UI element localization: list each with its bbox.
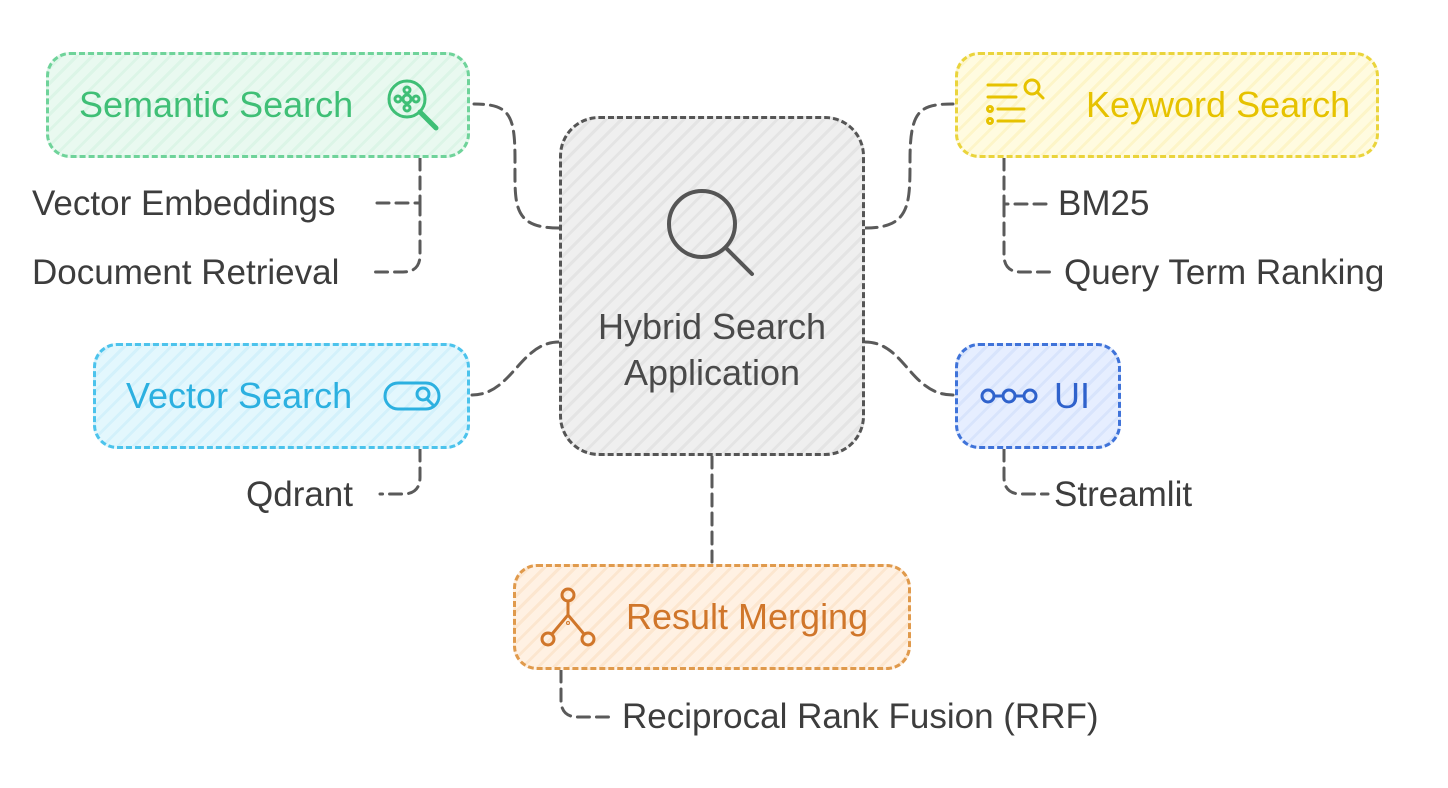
connector-ui-streamlit xyxy=(1002,447,1050,496)
search-toggle-icon xyxy=(383,380,443,412)
hybrid-search-center-node[interactable]: Hybrid Search Application xyxy=(559,116,865,456)
connector-vector-qdrant xyxy=(378,447,422,496)
leaf-vector-embeddings: Vector Embeddings xyxy=(32,184,336,223)
connector-center-semantic xyxy=(472,102,561,230)
connector-center-keyword xyxy=(863,102,955,230)
vector-search-node[interactable]: Vector Search xyxy=(93,343,470,449)
connector-keyword-bm25 xyxy=(1002,156,1054,206)
ui-node[interactable]: UI xyxy=(955,343,1121,449)
result-merging-node[interactable]: Result Merging xyxy=(513,564,911,670)
magnifier-icon xyxy=(664,186,760,282)
hierarchy-icon xyxy=(540,587,596,647)
leaf-query-term-ranking: Query Term Ranking xyxy=(1064,253,1385,292)
connector-center-ui xyxy=(863,340,955,397)
connected-dots-icon xyxy=(980,386,1038,406)
connector-center-vector xyxy=(470,340,561,397)
leaf-qdrant: Qdrant xyxy=(246,475,353,514)
semantic-search-label: Semantic Search xyxy=(79,84,354,125)
leaf-reciprocal-rank-fusion: Reciprocal Rank Fusion (RRF) xyxy=(622,697,1099,736)
semantic-search-node[interactable]: Semantic Search xyxy=(46,52,470,158)
leaf-streamlit: Streamlit xyxy=(1054,475,1193,514)
ui-label: UI xyxy=(1054,375,1090,416)
result-merging-label: Result Merging xyxy=(626,596,869,637)
semantic-search-icon xyxy=(383,75,443,135)
keyword-search-label: Keyword Search xyxy=(1086,84,1351,125)
keyword-search-node[interactable]: Keyword Search xyxy=(955,52,1379,158)
leaf-bm25: BM25 xyxy=(1058,184,1150,223)
connector-semantic-embeddings xyxy=(373,156,422,205)
connector-merge-rrf xyxy=(559,668,612,719)
vector-search-label: Vector Search xyxy=(126,375,353,416)
list-search-icon xyxy=(984,77,1046,133)
leaf-document-retrieval: Document Retrieval xyxy=(32,253,340,292)
connector-semantic-retrieval xyxy=(373,201,422,274)
connector-keyword-ranking xyxy=(1002,202,1054,274)
hybrid-search-title: Hybrid Search Application xyxy=(597,306,827,393)
